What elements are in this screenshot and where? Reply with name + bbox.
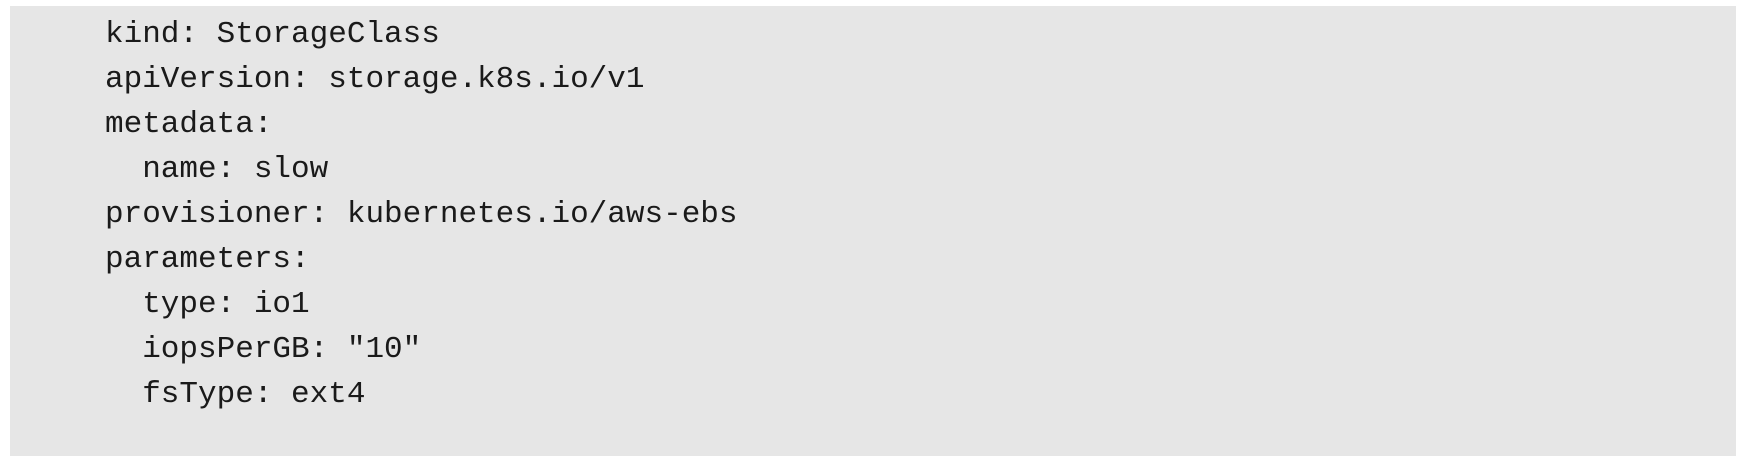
- code-line-iopspergb: iopsPerGB: "10": [105, 332, 422, 367]
- code-line-type: type: io1: [105, 287, 310, 322]
- code-line-apiversion: apiVersion: storage.k8s.io/v1: [105, 62, 645, 97]
- code-line-fstype: fsType: ext4: [105, 377, 366, 412]
- code-line-provisioner: provisioner: kubernetes.io/aws-ebs: [105, 197, 738, 232]
- code-line-parameters: parameters:: [105, 242, 310, 277]
- code-block: kind: StorageClass apiVersion: storage.k…: [10, 6, 1736, 456]
- code-line-name: name: slow: [105, 152, 329, 187]
- code-line-metadata: metadata:: [105, 107, 273, 142]
- code-line-kind: kind: StorageClass: [105, 17, 440, 52]
